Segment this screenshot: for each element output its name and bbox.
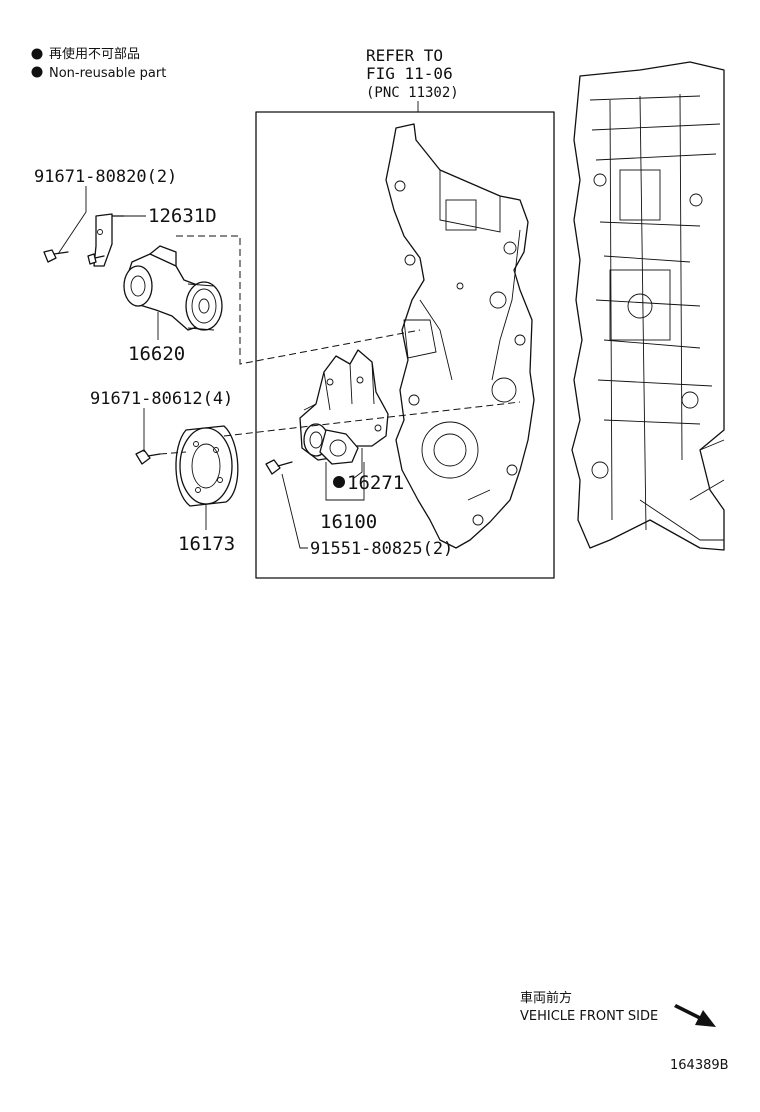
part-labels: 91671-80820(2) 12631D 16620 91671-80612(… <box>34 167 453 559</box>
vehicle-front-jp: 車両前方 <box>520 990 572 1006</box>
reference-line-2: FIG 11-06 <box>366 64 453 83</box>
vehicle-front-en: VEHICLE FRONT SIDE <box>520 1009 658 1024</box>
legend-en-text: Non-reusable part <box>49 66 166 81</box>
bolt-91671-80612-drawing <box>135 449 161 465</box>
bracket-drawing <box>93 213 125 267</box>
bolt-91551-80825-drawing <box>265 459 293 475</box>
tensioner-drawing <box>123 245 223 331</box>
gasket-drawing <box>319 429 359 465</box>
reference-frame <box>255 111 555 579</box>
timing-chain-cover-drawing <box>385 123 535 549</box>
figure-id: 164389B <box>670 1058 729 1073</box>
legend: 再使用不可部品 Non-reusable part <box>31 46 166 81</box>
part-label-16100: 16100 <box>320 511 377 533</box>
engine-block-drawing <box>571 61 725 551</box>
part-label-91671-80820: 91671-80820(2) <box>34 167 177 187</box>
leader-lines <box>57 186 365 549</box>
part-label-16620: 16620 <box>128 343 185 365</box>
pulley-drawing <box>175 425 239 507</box>
part-label-91551-80825: 91551-80825(2) <box>310 539 453 559</box>
vehicle-front-indicator: 車両前方 VEHICLE FRONT SIDE <box>520 990 716 1027</box>
reference-line-1: REFER TO <box>366 46 443 65</box>
reference-note: REFER TO FIG 11-06 (PNC 11302) <box>366 46 459 112</box>
non-reusable-bullet-icon <box>31 66 43 78</box>
bolt-91671-80820-drawing <box>43 249 105 265</box>
part-label-16271: 16271 <box>347 472 404 494</box>
non-reusable-bullet-icon <box>31 48 43 60</box>
part-label-16173: 16173 <box>178 533 235 555</box>
alignment-dashed-lines <box>159 235 521 455</box>
reference-line-3: (PNC 11302) <box>366 85 459 101</box>
front-direction-arrow-icon <box>674 1004 716 1027</box>
part-label-91671-80612: 91671-80612(4) <box>90 389 233 409</box>
legend-jp-text: 再使用不可部品 <box>49 46 140 62</box>
non-reusable-bullet-icon <box>333 476 345 488</box>
part-label-12631D: 12631D <box>148 205 217 227</box>
